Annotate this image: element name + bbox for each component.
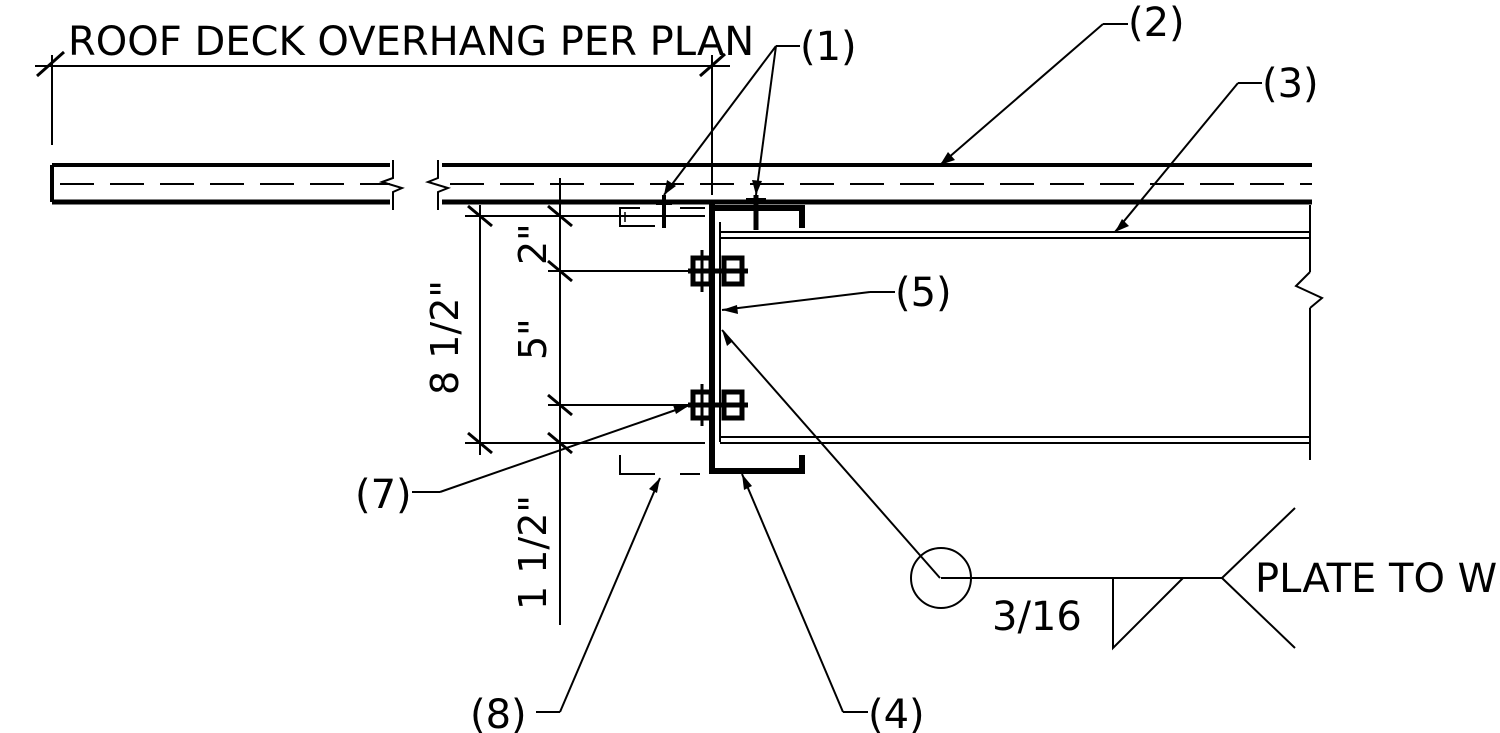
callout-4: (4) [868,692,925,733]
callout-1: (1) [800,24,857,70]
callout-2: (2) [1128,0,1185,46]
callout-3: (3) [1262,61,1319,107]
callout-7: (7) [355,472,412,518]
angle-piece [619,207,705,475]
overhang-label: ROOF DECK OVERHANG PER PLAN [68,19,754,65]
callout-8: (8) [470,692,527,733]
dim-top: 2" [511,223,555,265]
weld-symbol [910,507,1296,651]
steel-beam [720,205,1324,460]
bolt-top [688,250,748,292]
leader-lines [412,23,1262,713]
overhang-dimension: ROOF DECK OVERHANG PER PLAN [35,19,754,195]
weld-note: PLATE TO W8 [1255,556,1500,602]
dim-total: 8 1/2" [423,280,467,395]
vertical-dimensions [465,178,705,625]
dim-bottom: 1 1/2" [511,495,555,610]
bolt-bottom [688,384,748,426]
callout-5: (5) [895,270,952,316]
deck-fastener-left [656,195,672,228]
dim-middle: 5" [511,318,555,360]
weld-size: 3/16 [992,594,1082,640]
roof-deck [50,160,1312,210]
deck-fastener-right [746,195,766,230]
